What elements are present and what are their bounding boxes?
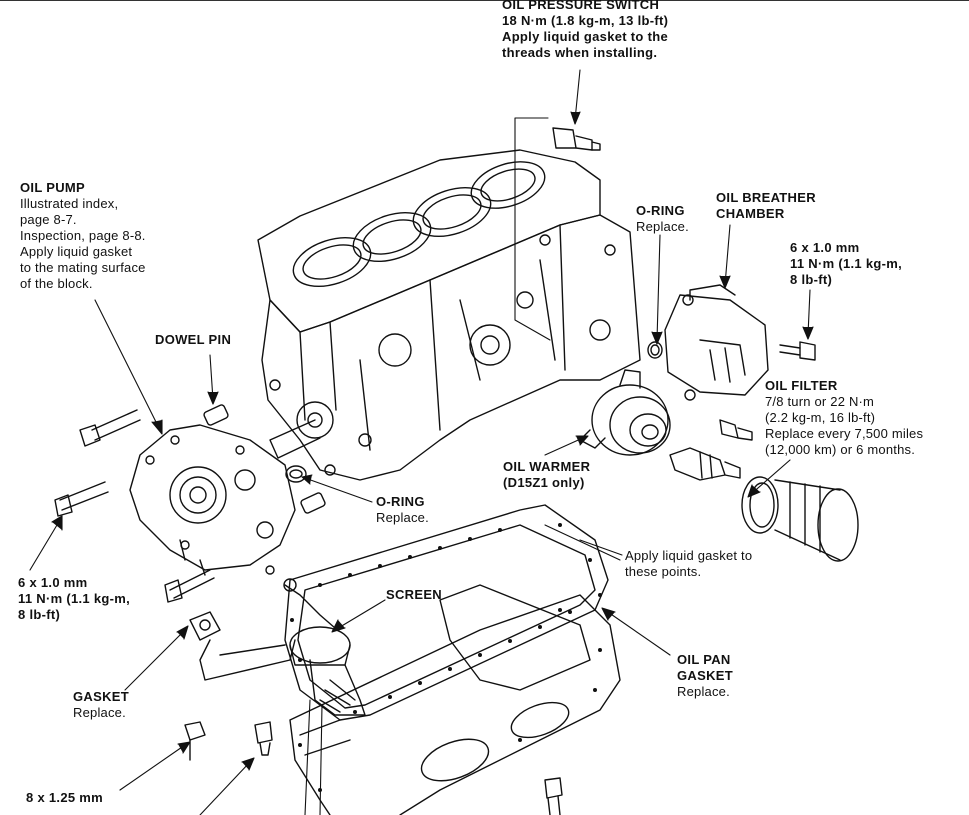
bottom-fasteners — [184, 721, 563, 815]
label-oil-pump: OIL PUMP Illustrated index, page 8-7. In… — [20, 180, 146, 292]
bolt-left-line: 11 N·m (1.1 kg-m, — [18, 591, 131, 606]
oil-breather-chamber — [647, 284, 769, 401]
oil-pan-gasket-title: GASKET — [677, 668, 733, 683]
bolt-right-line: 6 x 1.0 mm — [790, 240, 860, 255]
oil-pump — [129, 424, 296, 576]
top-border — [0, 0, 969, 1]
liquid-gasket-line: these points. — [625, 564, 702, 579]
oil-pump-line: Illustrated index, — [20, 196, 119, 211]
label-oil-filter: OIL FILTER 7/8 turn or 22 N·m (2.2 kg-m,… — [765, 378, 923, 458]
label-oil-breather-chamber: OIL BREATHER CHAMBER — [716, 190, 816, 222]
oil-pressure-switch — [552, 127, 601, 151]
oil-pan-gasket-title: OIL PAN — [677, 652, 731, 667]
label-bolt-left: 6 x 1.0 mm 11 N·m (1.1 kg-m, 8 lb-ft) — [18, 575, 130, 623]
oil-pressure-switch-line: 18 N·m (1.8 kg-m, 13 lb-ft) — [502, 13, 669, 28]
o-ring-top-title: O-RING — [636, 203, 685, 218]
oil-warmer — [579, 369, 671, 456]
bolt-left-line: 6 x 1.0 mm — [18, 575, 88, 590]
label-bolt-right: 6 x 1.0 mm 11 N·m (1.1 kg-m, 8 lb-ft) — [790, 240, 902, 288]
oil-breather-title: CHAMBER — [716, 206, 785, 221]
oil-screen — [189, 578, 366, 716]
liquid-gasket-line: Apply liquid gasket to — [625, 548, 753, 563]
oil-filter-title: OIL FILTER — [765, 378, 838, 393]
oil-pressure-switch-line: threads when installing. — [502, 45, 658, 60]
dowel-pins — [203, 404, 326, 514]
oil-pressure-switch-line: Apply liquid gasket to the — [502, 29, 668, 44]
oil-filter-line: (2.2 kg-m, 16 lb-ft) — [765, 410, 876, 425]
gasket-note: Replace. — [73, 705, 126, 720]
oil-pump-line: to the mating surface — [20, 260, 146, 275]
oil-warmer-title: (D15Z1 only) — [503, 475, 585, 490]
oil-filter-line: Replace every 7,500 miles — [765, 426, 924, 441]
oil-pan — [289, 584, 621, 815]
o-ring-top-note: Replace. — [636, 219, 689, 234]
bolt-right-line: 8 lb-ft) — [790, 272, 833, 287]
leader-lines — [29, 69, 814, 815]
screen-title: SCREEN — [386, 587, 442, 602]
o-ring-mid-note: Replace. — [376, 510, 429, 525]
oil-filter-line: 7/8 turn or 22 N·m — [765, 394, 875, 409]
oil-pressure-switch-title: OIL PRESSURE SWITCH — [502, 0, 660, 12]
oil-pan-gasket — [284, 504, 609, 721]
oil-filter-bolt — [669, 419, 753, 481]
oil-pump-line: of the block. — [20, 276, 93, 291]
label-liquid-gasket: Apply liquid gasket to these points. — [625, 548, 752, 580]
oil-breather-title: OIL BREATHER — [716, 190, 816, 205]
label-screen: SCREEN — [386, 587, 442, 603]
bolt-bottom-title: 8 x 1.25 mm — [26, 790, 104, 805]
oil-pan-gasket-note: Replace. — [677, 684, 730, 699]
oil-filter — [741, 476, 859, 562]
o-ring-mid-title: O-RING — [376, 494, 425, 509]
label-o-ring-top: O-RING Replace. — [636, 203, 689, 235]
label-bolt-bottom: 8 x 1.25 mm — [26, 790, 103, 806]
oil-pump-line: page 8-7. — [20, 212, 77, 227]
oil-filter-line: (12,000 km) or 6 months. — [765, 442, 916, 457]
oil-pump-line: Apply liquid gasket — [20, 244, 133, 259]
gasket-title: GASKET — [73, 689, 129, 704]
bolt-left-line: 8 lb-ft) — [18, 607, 61, 622]
oil-pump-line: Inspection, page 8-8. — [20, 228, 146, 243]
label-gasket: GASKET Replace. — [73, 689, 129, 721]
oil-warmer-title: OIL WARMER — [503, 459, 591, 474]
dowel-pin-title: DOWEL PIN — [155, 332, 232, 347]
label-oil-warmer: OIL WARMER (D15Z1 only) — [503, 459, 590, 491]
pump-bolts — [54, 409, 215, 603]
label-oil-pan-gasket: OIL PAN GASKET Replace. — [677, 652, 733, 700]
bolt-right-line: 11 N·m (1.1 kg-m, — [790, 256, 903, 271]
oil-pump-title: OIL PUMP — [20, 180, 86, 195]
breather-bolt — [779, 341, 816, 361]
label-oil-pressure-switch: OIL PRESSURE SWITCH 18 N·m (1.8 kg-m, 13… — [502, 0, 668, 61]
engine-block — [257, 149, 641, 481]
label-dowel-pin: DOWEL PIN — [155, 332, 231, 348]
label-o-ring-mid: O-RING Replace. — [376, 494, 429, 526]
